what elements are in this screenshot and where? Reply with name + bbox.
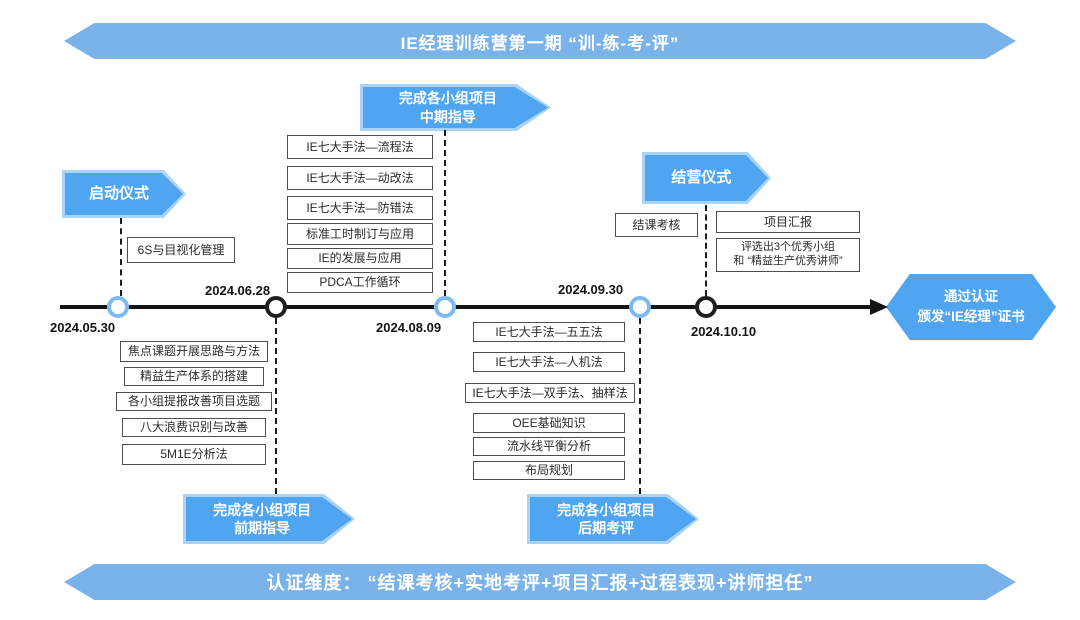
- course-box-early-1: 焦点课题开展思路与方法: [120, 341, 268, 362]
- course-box-late-4: OEE基础知识: [473, 413, 625, 433]
- timeline-axis: [60, 305, 872, 309]
- flag-early-line2: 前期指导: [234, 520, 291, 536]
- flag-mid-line2: 中期指导: [419, 108, 476, 125]
- milestone-flag-late-review: 完成各小组项目 后期考评: [527, 494, 699, 544]
- flag-late-line1: 完成各小组项目: [557, 501, 656, 518]
- date-label-2: 2024.06.28: [205, 283, 271, 298]
- certificate-line1: 通过认证: [944, 289, 998, 305]
- footer-banner: 认证维度： “结课考核+实地考评+项目汇报+过程表现+讲师担任”: [64, 564, 1016, 600]
- footer-banner-label: 认证维度： “结课考核+实地考评+项目汇报+过程表现+讲师担任”: [266, 573, 814, 593]
- connector-late: [639, 318, 641, 494]
- award-line2: 和 “精益生产优秀讲师”: [733, 255, 843, 267]
- title-banner-label: IE经理训练营第一期 “训-练-考-评”: [400, 33, 680, 53]
- course-box-late-5: 流水线平衡分析: [473, 437, 625, 456]
- timeline-arrowhead-icon: [870, 299, 888, 315]
- timeline-node-4: [629, 296, 651, 318]
- milestone-flag-early-guidance: 完成各小组项目 前期指导: [183, 494, 355, 544]
- course-box-mid-5: IE的发展与应用: [287, 248, 433, 269]
- course-box-mid-1: IE七大手法—流程法: [287, 135, 433, 159]
- connector-launch: [120, 218, 122, 296]
- timeline-node-5: [695, 296, 717, 318]
- date-label-1: 2024.05.30: [50, 320, 116, 335]
- timeline-node-3: [434, 296, 456, 318]
- course-box-late-1: IE七大手法—五五法: [473, 322, 625, 342]
- certificate-line2: 颁发“IE经理”证书: [917, 309, 1025, 324]
- certificate-callout: 通过认证 颁发“IE经理”证书: [886, 274, 1056, 340]
- course-box-early-5: 5M1E分析法: [122, 444, 266, 465]
- course-box-6s: 6S与目视化管理: [127, 237, 235, 263]
- course-box-early-4: 八大浪费识别与改善: [122, 418, 266, 437]
- flag-launch-label: 启动仪式: [89, 185, 150, 203]
- course-box-late-3: IE七大手法—双手法、抽样法: [465, 383, 635, 403]
- timeline-node-2: [265, 296, 287, 318]
- milestone-flag-closing: 结营仪式: [642, 152, 771, 204]
- course-box-early-2: 精益生产体系的搭建: [124, 367, 264, 386]
- connector-mid: [444, 130, 446, 296]
- date-label-4: 2024.09.30: [558, 282, 624, 297]
- flag-closing-label: 结营仪式: [671, 169, 732, 187]
- milestone-flag-launch: 启动仪式: [62, 170, 186, 218]
- course-box-final-exam: 结课考核: [615, 213, 698, 237]
- timeline-node-1: [107, 296, 129, 318]
- title-banner: IE经理训练营第一期 “训-练-考-评”: [64, 23, 1016, 59]
- flag-late-line2: 后期考评: [578, 520, 635, 536]
- date-label-5: 2024.10.10: [691, 324, 757, 339]
- course-box-mid-4: 标准工时制订与应用: [287, 223, 433, 245]
- course-box-late-2: IE七大手法—人机法: [473, 352, 625, 372]
- milestone-flag-mid-guidance: 完成各小组项目 中期指导: [360, 84, 551, 131]
- date-label-3: 2024.08.09: [376, 320, 442, 335]
- course-box-mid-2: IE七大手法—动改法: [287, 166, 433, 190]
- course-box-early-3: 各小组提报改善项目选题: [116, 392, 272, 411]
- flag-early-line1: 完成各小组项目: [213, 501, 312, 518]
- award-line1: 评选出3个优秀小组: [740, 241, 836, 254]
- connector-closing: [705, 205, 707, 296]
- flag-mid-line1: 完成各小组项目: [398, 90, 497, 107]
- course-box-late-6: 布局规划: [473, 461, 625, 480]
- course-box-mid-6: PDCA工作循环: [287, 272, 433, 293]
- connector-early: [275, 318, 277, 494]
- course-box-mid-3: IE七大手法—防错法: [287, 196, 433, 220]
- course-box-project-report: 项目汇报: [716, 211, 860, 233]
- course-box-award: 评选出3个优秀小组 和 “精益生产优秀讲师”: [716, 238, 860, 272]
